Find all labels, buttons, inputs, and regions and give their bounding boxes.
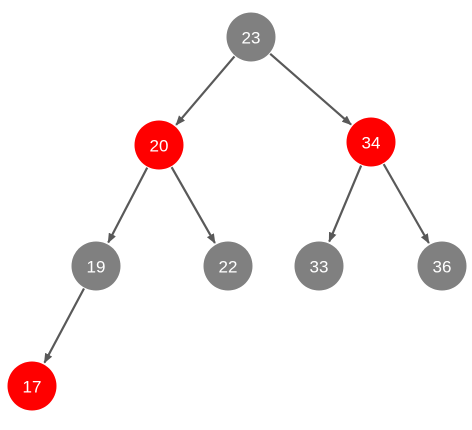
edges-layer [43,52,430,364]
node-label: 23 [242,29,261,48]
edge-34-to-36 [382,163,430,244]
tree-node-20: 20 [134,120,184,170]
edge-23-to-20 [175,55,236,126]
edge-20-to-19 [107,167,149,244]
edge-23-to-34 [269,52,352,126]
tree-node-17: 17 [7,361,57,411]
edge-19-to-17 [43,287,85,364]
node-label: 22 [219,258,238,277]
black-node-circle [226,12,276,62]
tree-node-22: 22 [203,241,253,291]
node-label: 34 [362,134,381,153]
tree-node-23: 23 [226,12,276,62]
black-node-circle [71,241,121,291]
red-node-circle [134,120,184,170]
black-node-circle [294,241,344,291]
red-node-circle [346,117,396,167]
node-label: 33 [310,258,329,277]
node-label: 19 [87,258,106,277]
tree-node-36: 36 [417,241,467,291]
black-node-circle [203,241,253,291]
edge-34-to-33 [328,165,363,243]
tree-node-34: 34 [346,117,396,167]
node-label: 20 [150,137,169,156]
node-label: 17 [23,378,42,397]
node-label: 36 [433,258,452,277]
red-node-circle [7,361,57,411]
black-node-circle [417,241,467,291]
tree-node-33: 33 [294,241,344,291]
nodes-layer: 23 20 34 19 22 33 36 17 [7,12,467,411]
tree-node-19: 19 [71,241,121,291]
edge-20-to-22 [170,166,216,244]
